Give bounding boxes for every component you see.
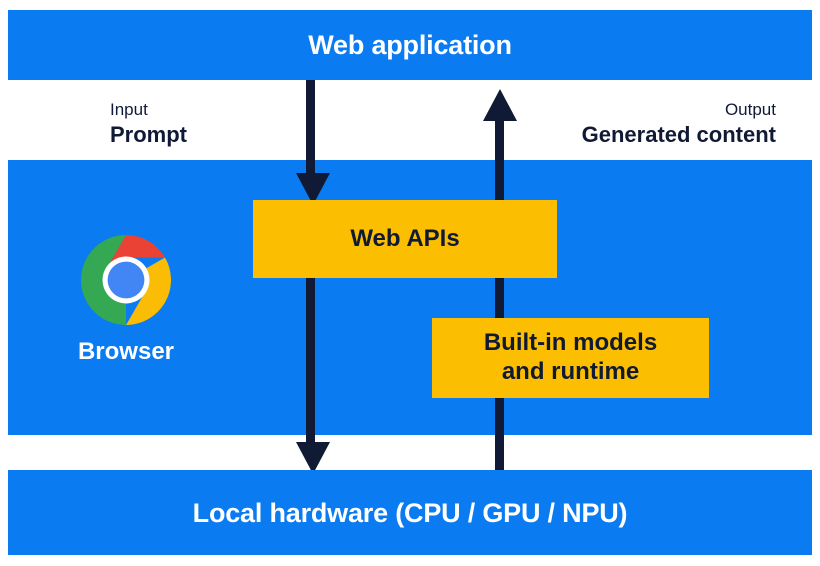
- arrow-down-web-apis-to-local-hardware-head: [296, 442, 330, 474]
- browser-label: Browser: [77, 338, 175, 365]
- output-kind-label: Output: [724, 100, 776, 119]
- output-value-label: Generated content: [581, 121, 776, 147]
- arrow-up-local-hardware-to-web-application-head: [483, 89, 517, 121]
- input-kind-label: Input: [110, 100, 148, 119]
- arrow-down-web-application-to-web-apis-head: [296, 173, 330, 205]
- arrow-down-web-apis-to-local-hardware-stem: [306, 278, 315, 443]
- input-annotation: Input Prompt: [110, 100, 187, 149]
- browser-group: Browser: [56, 234, 196, 366]
- builtin-models-box[interactable]: Built-in models and runtime: [432, 318, 709, 398]
- web-application-label: Web application: [308, 30, 512, 60]
- input-value-label: Prompt: [110, 121, 187, 147]
- arrow-up-local-hardware-to-web-application-stem: [495, 118, 504, 473]
- output-annotation: Output Generated content: [582, 100, 776, 149]
- local-hardware-band: [8, 470, 812, 555]
- builtin-models-label: Built-in models and runtime: [483, 329, 658, 385]
- web-apis-box[interactable]: Web APIs: [253, 200, 557, 278]
- local-hardware-label: Local hardware (CPU / GPU / NPU): [192, 498, 628, 528]
- chrome-logo-icon: [80, 234, 172, 326]
- web-application-band: [8, 10, 812, 80]
- web-apis-label: Web APIs: [350, 224, 460, 252]
- arrow-down-web-application-to-web-apis-stem: [306, 80, 315, 185]
